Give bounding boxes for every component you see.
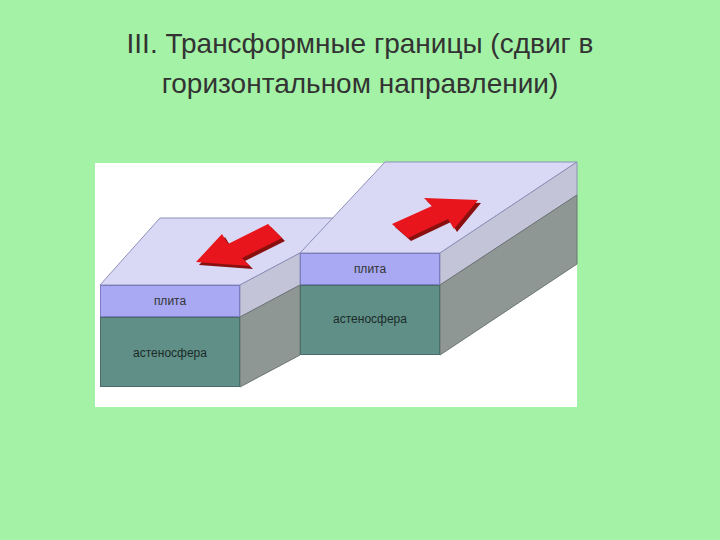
face-label: астеносфера	[333, 312, 407, 326]
slide-title: III. Трансформные границы (сдвиг в гориз…	[50, 24, 670, 104]
plate-face: плита	[300, 253, 440, 285]
left-asthenosphere-side	[240, 285, 300, 387]
face-label: астеносфера	[133, 346, 207, 360]
asthenosphere-face: астеносфера	[300, 285, 440, 355]
plate-face: плита	[100, 285, 240, 317]
face-label: плита	[354, 262, 386, 276]
motion-arrow-right	[392, 198, 478, 238]
asthenosphere-face: астеносфера	[100, 317, 240, 387]
face-label: плита	[154, 294, 186, 308]
motion-arrow-left	[196, 224, 282, 266]
illustration-ground	[95, 163, 577, 407]
